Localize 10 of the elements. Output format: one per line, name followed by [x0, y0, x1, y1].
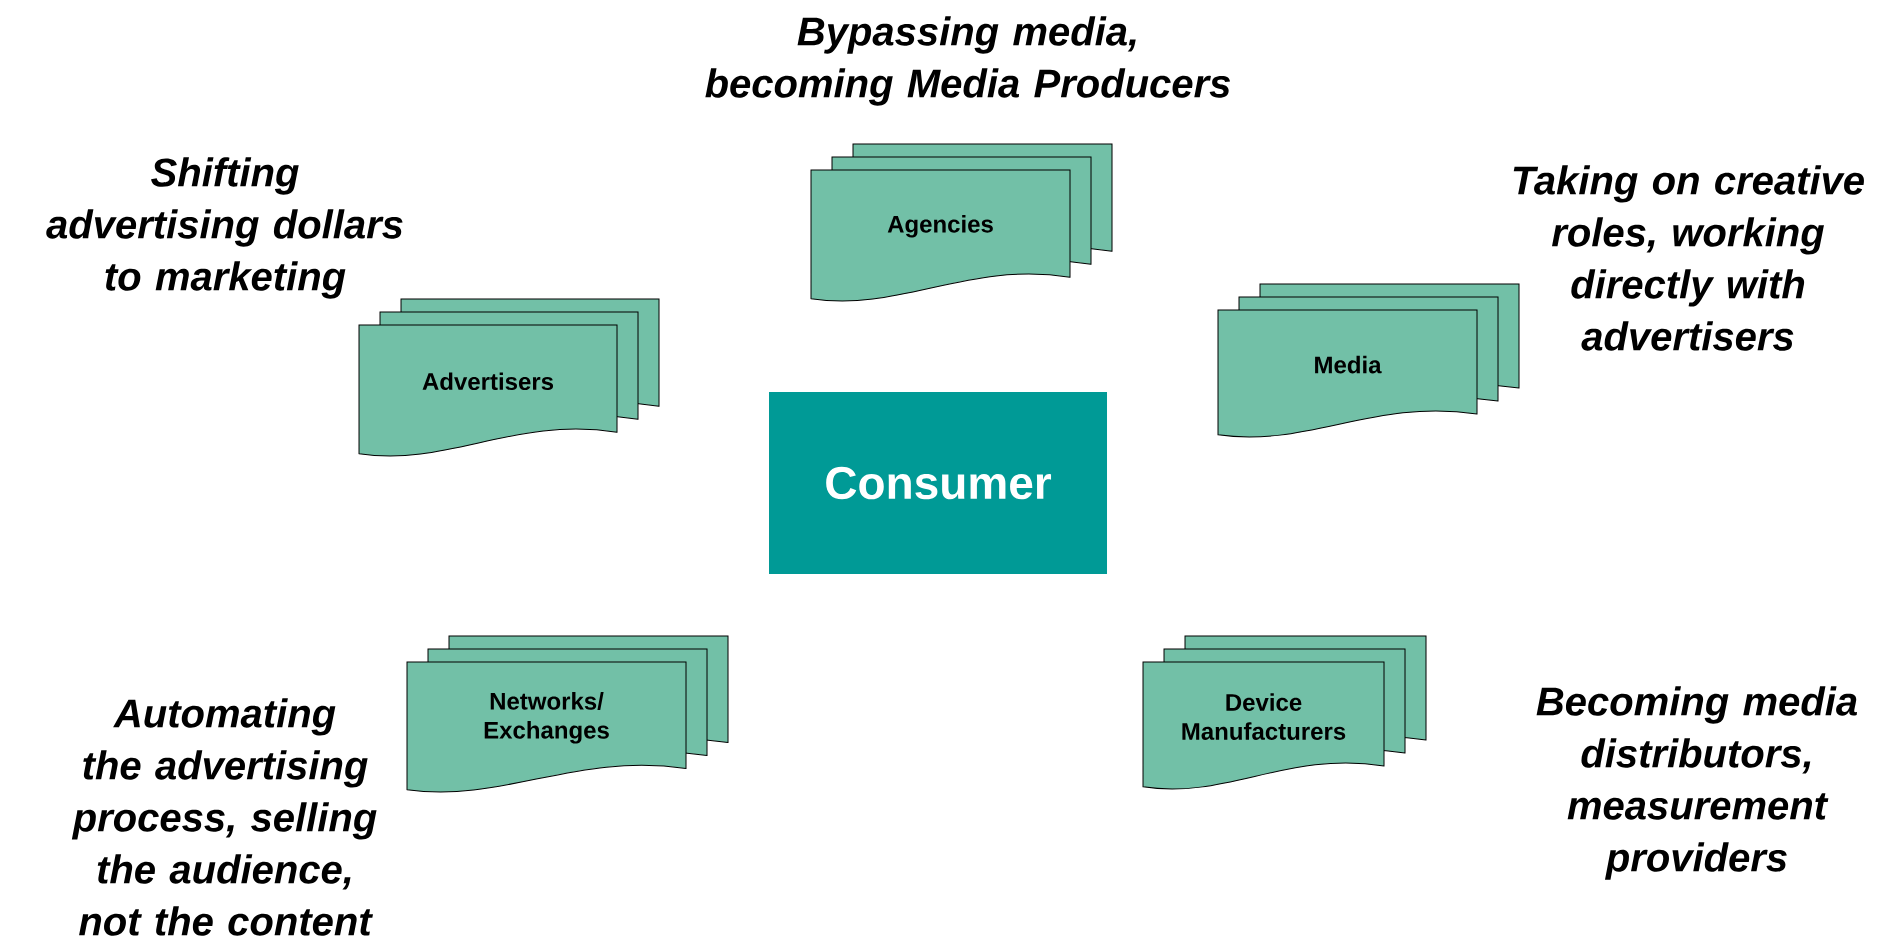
document-stack: Agencies	[810, 143, 1113, 302]
node-label: Shifting advertising dollars to marketing	[46, 157, 403, 299]
document-stack: Device Manufacturers	[1142, 635, 1427, 790]
node-label: Automating the advertising process, selling the audience, not the content	[71, 698, 377, 936]
document-stack: Media	[1217, 283, 1520, 438]
document-stack: Networks/ Exchanges	[406, 635, 729, 793]
node-label: Bypassing media, becoming Media Producers	[705, 16, 1230, 106]
consumer-box: Consumer	[769, 392, 1107, 574]
document-stack: Advertisers	[358, 298, 660, 457]
node-label: Becoming media distributors, measurement providers	[1536, 686, 1857, 880]
